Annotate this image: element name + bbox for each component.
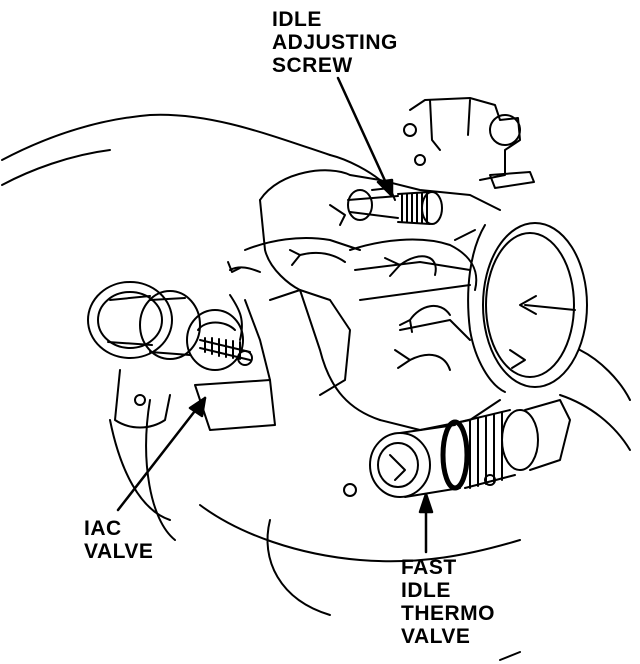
fast-idle-thermo-valve-label: FAST IDLE THERMO VALVE bbox=[401, 556, 495, 648]
fast-idle-thermo-valve-label-line-1: FAST bbox=[401, 556, 457, 579]
fast-idle-arrowhead bbox=[418, 492, 434, 514]
iac-arrowhead bbox=[188, 396, 207, 418]
iac-valve-art bbox=[87, 281, 276, 431]
fast-idle-thermo-valve-art bbox=[343, 399, 571, 498]
top-bracket bbox=[403, 97, 535, 189]
idle-screw-leader bbox=[336, 76, 394, 198]
idle-adjusting-screw-label-line-2: ADJUSTING bbox=[272, 31, 398, 54]
fast-idle-thermo-valve-label-line-3: THERMO bbox=[401, 602, 495, 625]
iac-valve-label-line-2: VALVE bbox=[84, 540, 154, 563]
throttle-bore bbox=[467, 222, 588, 393]
iac-leader bbox=[116, 396, 207, 512]
idle-adjusting-screw-label-line-1: IDLE bbox=[272, 8, 322, 31]
idle-screw-arrowhead bbox=[376, 178, 394, 198]
air-flow-arrows bbox=[227, 249, 526, 371]
iac-valve-label-line-1: IAC bbox=[84, 517, 122, 540]
engine-outline bbox=[1, 113, 631, 661]
idle-adjusting-screw-label: IDLE ADJUSTING SCREW bbox=[272, 8, 398, 77]
iac-valve-label: IAC VALVE bbox=[84, 517, 153, 563]
fast-idle-thermo-valve-label-line-2: IDLE bbox=[401, 579, 451, 602]
idle-adjusting-screw-art bbox=[347, 187, 443, 225]
fast-idle-thermo-valve-label-line-4: VALVE bbox=[401, 625, 471, 648]
leader-arrows bbox=[116, 76, 434, 554]
idle-adjusting-screw-label-line-3: SCREW bbox=[272, 54, 353, 77]
